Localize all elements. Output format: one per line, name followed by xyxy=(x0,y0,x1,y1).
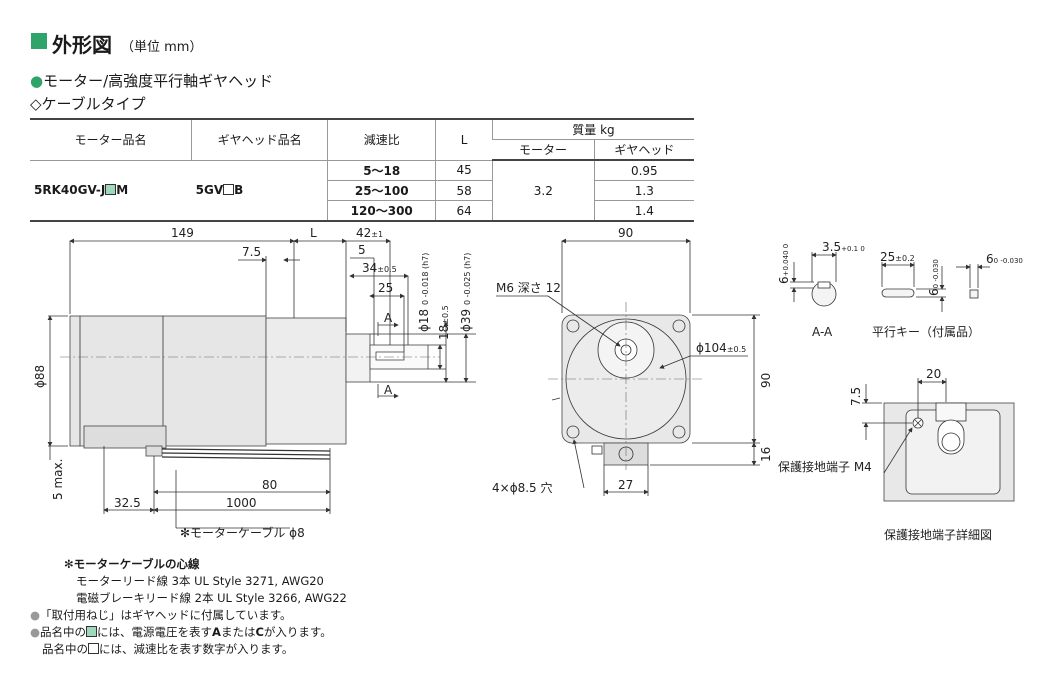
th-gear: ギヤヘッド品名 xyxy=(191,118,328,161)
note-cable-title: ✻モーターケーブルの心線 xyxy=(64,557,200,571)
aa-label: A-A xyxy=(812,325,833,339)
term-dim-7-5: 7.5 xyxy=(849,387,863,406)
key-drawing xyxy=(881,262,990,312)
dim-1000: 1000 xyxy=(226,496,257,510)
ratio-box-icon xyxy=(88,643,99,654)
th-mass-motor: モーター xyxy=(492,139,595,161)
dim-90-top: 90 xyxy=(618,226,633,240)
note-voltage: ●品名中のには、電源電圧を表すAまたはCが入ります。 xyxy=(30,625,332,639)
holes-label: 4×ϕ8.5 穴 xyxy=(492,480,553,495)
ratio-cell: 25～100 xyxy=(327,180,436,201)
bullet-icon: ● xyxy=(30,608,41,622)
title-marker xyxy=(31,33,47,49)
key-dim-6: 60 -0.030 xyxy=(927,259,941,296)
dim-27: 27 xyxy=(618,478,633,492)
dim-d39: ϕ39 0 -0.025 (h7) xyxy=(459,253,473,332)
dim-32-5: 32.5 xyxy=(114,496,141,510)
table-row: 25～100 58 1.3 xyxy=(30,180,694,201)
key-dim-6b: 60 -0.030 xyxy=(986,252,1023,266)
voltage-box-icon xyxy=(86,626,98,637)
dim-80: 80 xyxy=(262,478,277,492)
section-mark-a-top: A xyxy=(384,311,393,325)
ratio-cell: 120～300 xyxy=(327,200,436,222)
section-mark-a-bottom: A xyxy=(384,383,393,397)
cable-label: ✻モーターケーブル ϕ8 xyxy=(180,525,305,540)
aa-dim-6: 6+0.040 0 xyxy=(777,244,791,284)
th-mass: 質量 kg xyxy=(491,118,694,140)
aa-dim-3-5: 3.5+0.1 0 xyxy=(822,240,865,254)
note-brake-lead: 電磁ブレーキリード線 2本 UL Style 3266, AWG22 xyxy=(76,591,347,605)
motor-mass-cell: 3.2 xyxy=(491,160,595,222)
dim-18: 18±0.5 xyxy=(437,305,451,340)
dim-25: 25 xyxy=(378,281,393,295)
terminal-label: 保護接地端子 M4 xyxy=(778,459,872,474)
th-mass-gear: ギヤヘッド xyxy=(593,139,694,161)
dim-16: 16 xyxy=(759,447,773,462)
dim-d18: ϕ18 0 -0.018 (h7) xyxy=(417,253,431,332)
note-motor-lead: モーターリード線 3本 UL Style 3271, AWG20 xyxy=(76,574,324,588)
L-cell: 45 xyxy=(435,160,493,181)
gear-mass-cell: 1.3 xyxy=(593,180,694,201)
dim-149: 149 xyxy=(171,226,194,240)
dim-7-5: 7.5 xyxy=(242,245,261,259)
dim-5: 5 xyxy=(358,243,366,257)
spec-table: モーター品名 ギヤヘッド品名 減速比 L 質量 kg モーター ギヤヘッド 5R… xyxy=(30,118,694,222)
L-cell: 58 xyxy=(435,180,493,201)
table-row: 120～300 64 1.4 xyxy=(30,200,694,222)
aa-section xyxy=(790,252,837,307)
dim-34: 34±0.5 xyxy=(362,261,397,275)
m6-label: M6 深さ 12 xyxy=(496,281,561,295)
L-cell: 64 xyxy=(435,200,493,222)
bullet-icon: ● xyxy=(30,625,41,639)
unit-label: （単位 mm） xyxy=(121,40,203,55)
subtitle: ●モーター/高強度平行軸ギヤヘッド xyxy=(30,70,273,91)
th-ratio: 減速比 xyxy=(327,118,436,161)
gear-mass-cell: 0.95 xyxy=(593,160,694,181)
ratio-cell: 5～18 xyxy=(327,160,436,181)
gear-mass-cell: 1.4 xyxy=(593,200,694,222)
dim-L: L xyxy=(310,226,317,240)
note-screws: ●「取付用ねじ」はギヤヘッドに付属しています。 xyxy=(30,608,292,622)
voltage-box-icon xyxy=(105,184,117,196)
page-title: 外形図 xyxy=(52,33,112,57)
dim-90-side: 90 xyxy=(759,373,773,388)
term-dim-20: 20 xyxy=(926,367,941,381)
front-view xyxy=(496,238,760,496)
dim-42: 42±1 xyxy=(356,226,383,240)
notes: ✻モーターケーブルの心線 モーターリード線 3本 UL Style 3271, … xyxy=(30,556,347,658)
subtitle-text: モーター/高強度平行軸ギヤヘッド xyxy=(43,72,274,90)
th-motor: モーター品名 xyxy=(30,118,192,161)
terminal-detail-title: 保護接地端子詳細図 xyxy=(884,527,992,542)
ratio-box-icon xyxy=(223,184,235,196)
bullet-icon: ● xyxy=(30,72,44,90)
side-view xyxy=(47,238,476,529)
dim-d88: ϕ88 xyxy=(33,365,47,388)
dim-d104: ϕ104±0.5 xyxy=(696,341,746,355)
note-ratio: 品名中のには、減速比を表す数字が入ります。 xyxy=(42,642,294,656)
terminal-detail xyxy=(862,378,1015,502)
th-L: L xyxy=(435,118,493,161)
key-dim-25: 25±0.2 xyxy=(880,250,915,264)
dim-5max: 5 max. xyxy=(51,459,65,500)
key-label: 平行キー（付属品） xyxy=(872,325,980,339)
subtype: ◇ケーブルタイプ xyxy=(30,95,146,113)
